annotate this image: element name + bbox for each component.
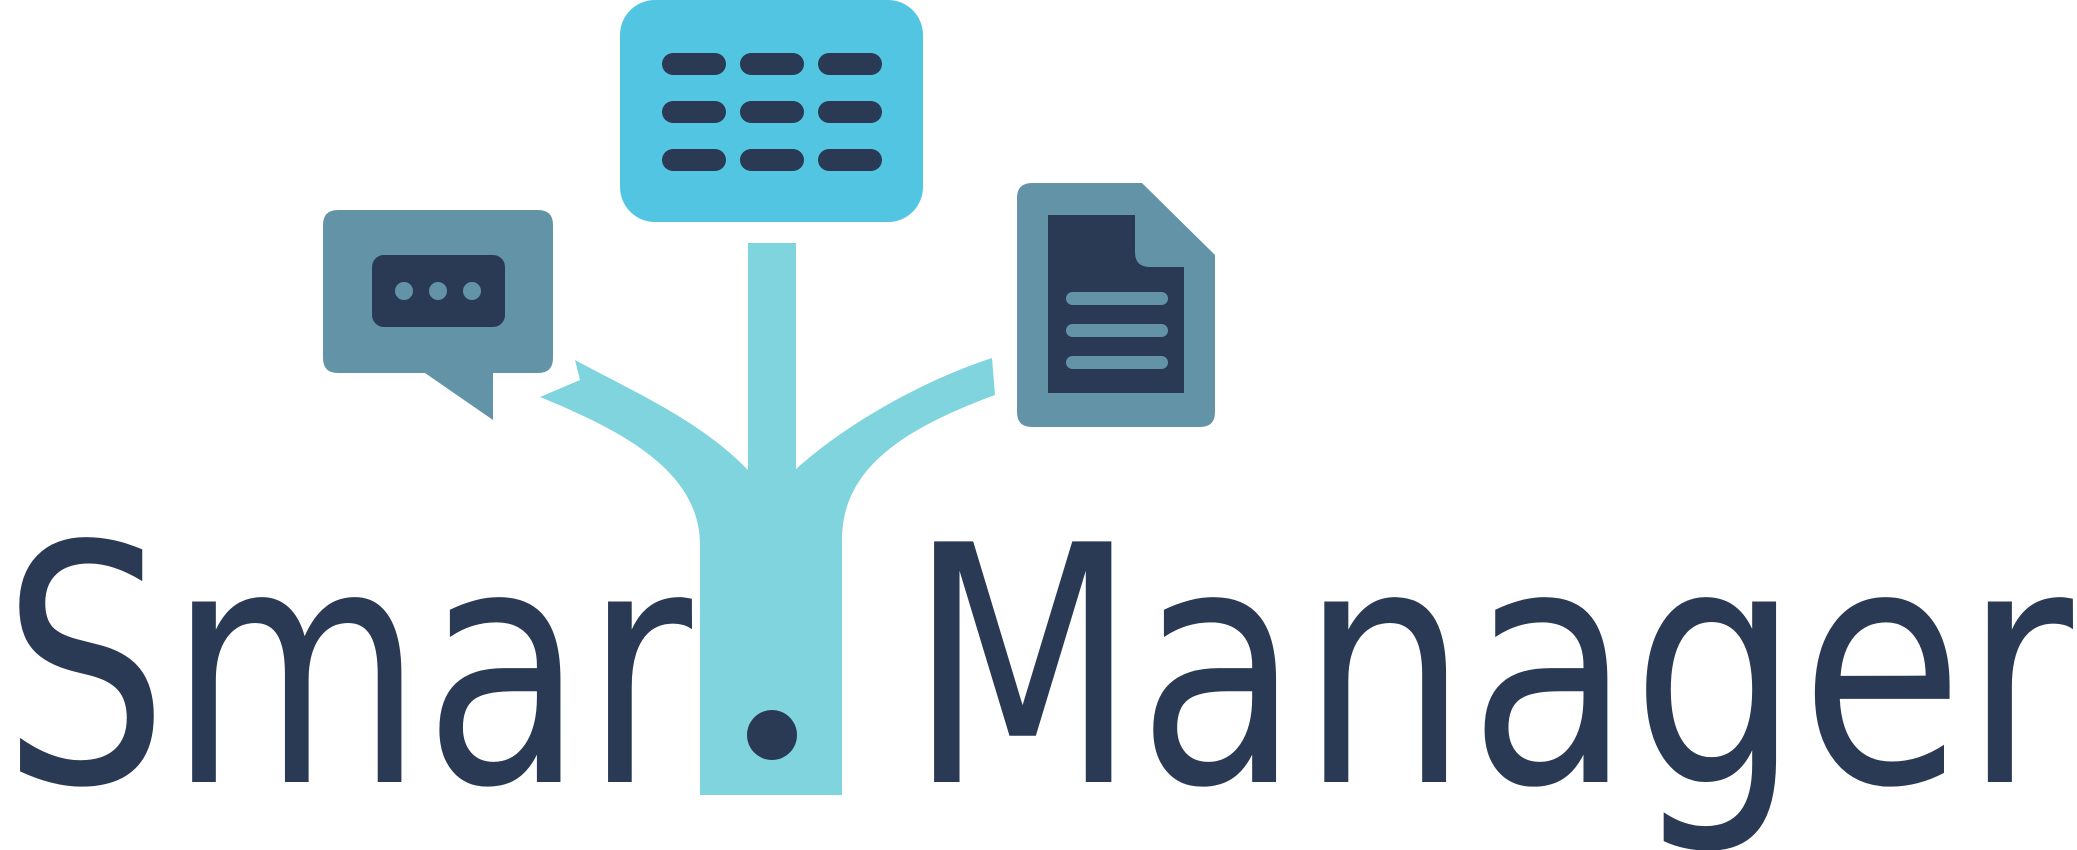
tree-trunk-icon [540, 243, 995, 795]
document-icon [1017, 183, 1215, 427]
tree-dot-icon [747, 710, 797, 760]
chat-bubble-icon [323, 210, 553, 420]
wordmark-right: Manager [908, 476, 2076, 850]
table-grid-icon [620, 0, 923, 222]
wordmark-left: Smar [2, 476, 695, 850]
